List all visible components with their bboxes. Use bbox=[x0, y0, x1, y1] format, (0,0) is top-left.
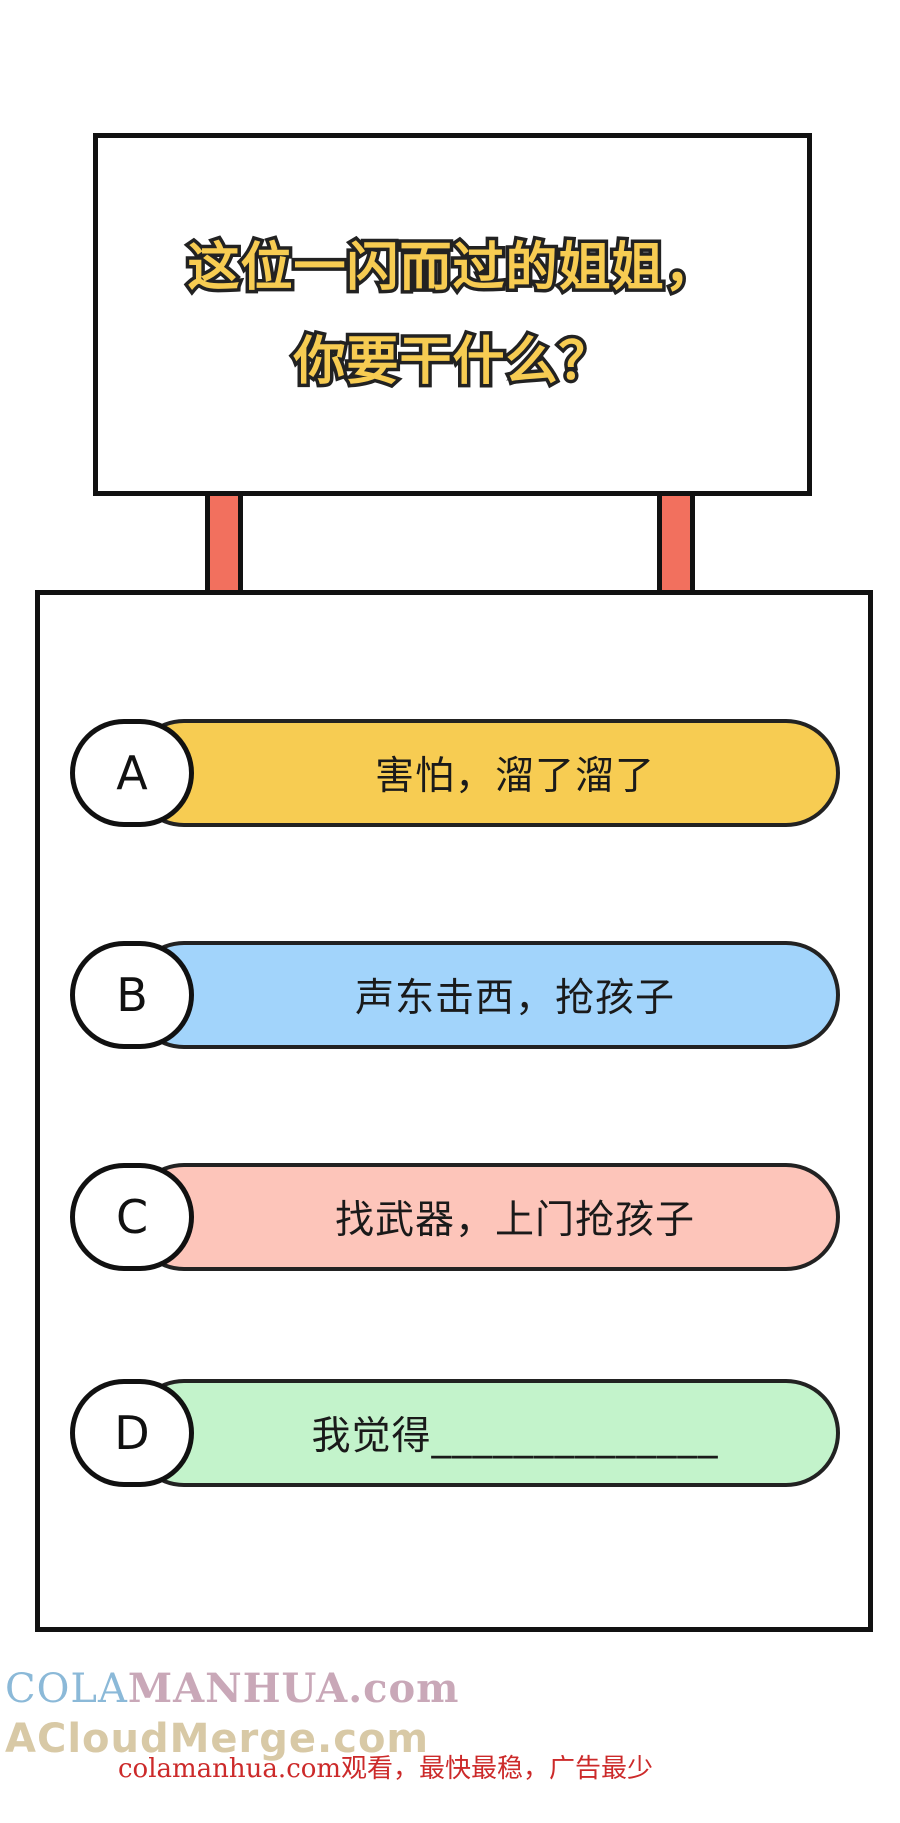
option-d-letter: D bbox=[114, 1406, 150, 1460]
option-a-letter: A bbox=[116, 746, 148, 800]
watermark-manhua: MANHUA.com bbox=[127, 1665, 460, 1712]
option-c-text: 找武器，上门抢孩子 bbox=[334, 1198, 695, 1243]
footer-notice: colamanhua.com观看，最快最稳，广告最少 bbox=[118, 1754, 654, 1784]
option-c-badge[interactable]: C bbox=[70, 1163, 194, 1271]
sign-post-right bbox=[657, 496, 695, 592]
option-b-text: 声东击西，抢孩子 bbox=[354, 976, 675, 1021]
option-a-pill[interactable]: 害怕，溜了溜了 bbox=[130, 719, 840, 827]
option-b-badge[interactable]: B bbox=[70, 941, 194, 1049]
site-watermark: COLAMANHUA.com bbox=[5, 1665, 460, 1712]
option-d[interactable]: 我觉得______________ D bbox=[70, 1379, 840, 1487]
cloud-watermark: ACloudMerge.com bbox=[5, 1716, 430, 1762]
watermark-cola: COLA bbox=[5, 1666, 128, 1712]
sign-post-left bbox=[205, 496, 243, 592]
option-a-text: 害怕，溜了溜了 bbox=[374, 754, 655, 799]
option-c-pill[interactable]: 找武器，上门抢孩子 bbox=[130, 1163, 840, 1271]
option-b[interactable]: 声东击西，抢孩子 B bbox=[70, 941, 840, 1049]
option-d-text: 我觉得______________ bbox=[311, 1414, 719, 1459]
option-a[interactable]: 害怕，溜了溜了 A bbox=[70, 719, 840, 827]
option-a-badge[interactable]: A bbox=[70, 719, 194, 827]
option-d-pill[interactable]: 我觉得______________ bbox=[130, 1379, 840, 1487]
option-c-letter: C bbox=[115, 1190, 149, 1244]
question-sign: 这位一闪而过的姐姐， 你要干什么？ bbox=[93, 133, 812, 496]
option-d-badge[interactable]: D bbox=[70, 1379, 194, 1487]
question-line-2: 你要干什么？ bbox=[290, 328, 614, 395]
option-c[interactable]: 找武器，上门抢孩子 C bbox=[70, 1163, 840, 1271]
option-b-letter: B bbox=[116, 968, 148, 1022]
question-line-1: 这位一闪而过的姐姐， bbox=[184, 234, 720, 301]
option-b-pill[interactable]: 声东击西，抢孩子 bbox=[130, 941, 840, 1049]
